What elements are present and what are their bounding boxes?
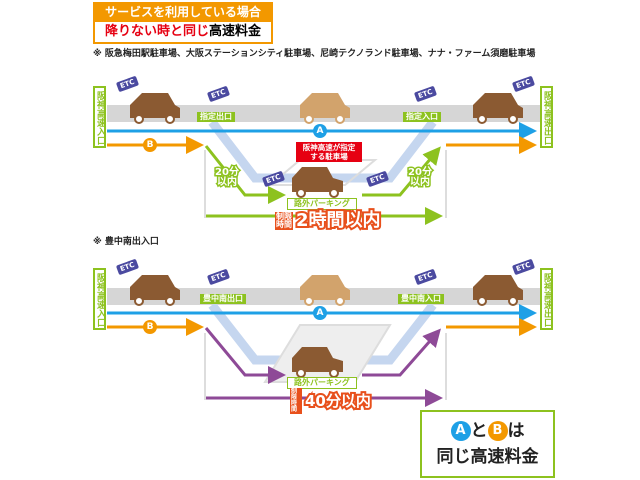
designated-parking-label: 阪神高速が指定する駐車場 — [296, 142, 362, 162]
route-b-badge-summary: B — [487, 421, 508, 441]
route-a-badge-summary: A — [450, 421, 471, 441]
car-icon — [130, 275, 180, 306]
car-icon — [130, 93, 180, 124]
exit-gate: 阪神高速出口 — [540, 86, 553, 148]
car-icons — [130, 93, 523, 378]
car-icon — [292, 347, 343, 378]
parking-list-note: ※ 阪急梅田駅駐車場、大阪ステーションシティ駐車場、尼崎テクノランド駐車場、ナナ… — [93, 49, 536, 59]
toyonaka-entry-label: 豊中南入口 — [398, 294, 444, 304]
time-limit-value-2: 40分以内 — [303, 390, 373, 411]
time-limit-value: 2時間以内 — [294, 209, 383, 233]
header-title: サービスを利用している場合 — [93, 2, 273, 22]
designated-exit-label: 指定出口 — [197, 112, 235, 122]
car-icon — [300, 93, 350, 124]
toyonaka-exit-label: 豊中南出口 — [200, 294, 246, 304]
time-20min-left: 20分以内 — [214, 166, 241, 189]
route-b-from-parking-2 — [362, 328, 441, 377]
subtitle-black: 高速料金 — [209, 24, 262, 39]
toyonaka-note: ※ 豊中南出入口 — [93, 237, 159, 247]
route-a-badge: A — [313, 124, 327, 138]
exit-gate-2: 阪神高速出口 — [540, 268, 553, 330]
parking-label-2: 路外パーキング — [287, 377, 357, 389]
route-b-badge: B — [143, 138, 157, 152]
route-b-from-parking — [362, 146, 441, 197]
time-limit-small: 制限時間 — [275, 212, 293, 230]
summary-and: と — [470, 421, 488, 441]
parking-label: 路外パーキング — [287, 198, 357, 210]
route-b-to-parking — [204, 145, 286, 204]
subtitle-red: 降りない時と同じ — [104, 24, 209, 39]
entrance-gate: 阪神高速入口 — [93, 86, 106, 148]
header-subtitle: 降りない時と同じ高速料金 — [93, 22, 273, 44]
car-icon — [473, 93, 523, 124]
car-icon — [473, 275, 523, 306]
route-b-to-parking-2 — [204, 327, 286, 384]
summary-same-fare: 同じ高速料金 — [436, 447, 539, 467]
summary-wa: は — [507, 421, 525, 441]
car-icon — [292, 167, 343, 198]
car-icon — [300, 275, 350, 306]
time-limit-small-2: 制限時間 — [290, 388, 302, 414]
time-20min-right: 20分以内 — [407, 166, 434, 189]
designated-entry-label: 指定入口 — [403, 112, 441, 122]
entrance-gate-2: 阪神高速入口 — [93, 268, 106, 330]
route-a-badge-2: A — [313, 306, 327, 320]
route-b-badge-2: B — [143, 320, 157, 334]
